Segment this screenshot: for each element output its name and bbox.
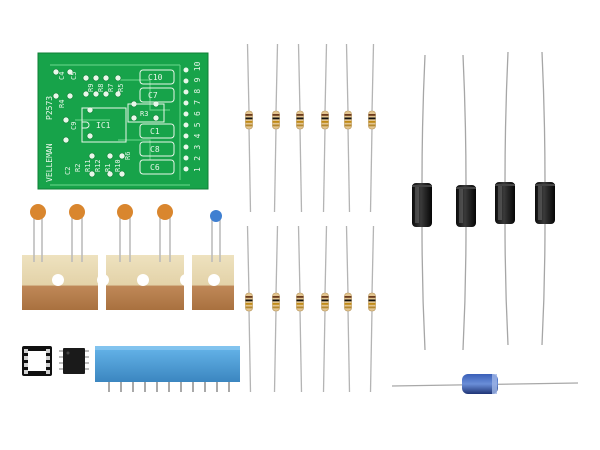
pcb-connector-number: 10 [193, 61, 202, 71]
pcb-label-r8: R8 [97, 84, 105, 92]
electrolytic-capacitor [535, 51, 555, 346]
ceramic-capacitor [157, 204, 173, 220]
electrolytic-capacitor [495, 51, 515, 346]
resistor [368, 43, 376, 213]
pcb-model: P2573 [45, 96, 54, 120]
header-pin [192, 382, 194, 392]
header-pin [132, 382, 134, 392]
pcb-label-c4: C4 [58, 72, 66, 80]
header-pin [180, 382, 182, 392]
ic-socket [22, 346, 52, 376]
pcb-label-c8: C8 [150, 145, 160, 154]
pcb-label-c6: C6 [150, 163, 160, 172]
pin-header-connector [95, 346, 240, 392]
pcb-brand: VELLEMAN [45, 143, 54, 182]
pcb-label-r9: R9 [87, 84, 95, 92]
resistor [321, 43, 329, 213]
pcb-board: IC1 C10 C7 C1 C8 C6 R3 R4 C9 C5 C4 C2 R9… [37, 52, 209, 190]
electrolytic-capacitor [456, 54, 476, 351]
ceramic-capacitor [30, 204, 46, 220]
resistor-group [245, 43, 376, 393]
pcb-connector-number: 9 [193, 77, 202, 82]
resistor [344, 43, 352, 213]
pcb-connector-number: 1 [193, 167, 202, 172]
electrolytic-capacitor [412, 54, 432, 351]
pcb-label-r2: R2 [74, 164, 82, 172]
pcb-label-r3: R3 [140, 110, 148, 118]
pcb-label-r1: R1 [104, 164, 112, 172]
axial-electrolytic-capacitor [391, 374, 579, 394]
header-pin [168, 382, 170, 392]
resistor [344, 225, 352, 393]
resistor [272, 225, 280, 393]
ceramic-capacitor-tape [22, 204, 234, 310]
pcb-label-r10: R10 [114, 159, 122, 172]
pcb-label-r12: R12 [94, 159, 102, 172]
header-pin [204, 382, 206, 392]
resistor [296, 225, 304, 393]
pcb-connector-number: 4 [193, 133, 202, 138]
pcb-connector-number: 5 [193, 122, 202, 127]
ceramic-capacitor [117, 204, 133, 220]
pcb-connector-numbers: 1 2 3 4 5 6 7 8 9 10 [193, 61, 202, 172]
pcb-connector-number: 3 [193, 145, 202, 150]
pcb-label-c2: C2 [64, 167, 72, 175]
pcb-connector-number: 2 [193, 156, 202, 161]
ic-chip [59, 348, 89, 374]
resistor [272, 43, 280, 213]
ceramic-capacitor [69, 204, 85, 220]
pcb-label-r4: R4 [58, 100, 66, 108]
resistor [321, 225, 329, 393]
resistor [245, 43, 253, 213]
pcb-connector-number: 8 [193, 89, 202, 94]
header-pin [216, 382, 218, 392]
pcb-connector-number: 6 [193, 111, 202, 116]
pcb-label-c7: C7 [148, 91, 158, 100]
header-pin [228, 382, 230, 392]
resistor [245, 225, 253, 393]
header-pin [144, 382, 146, 392]
header-pin [120, 382, 122, 392]
electrolytic-capacitor-group [412, 51, 555, 351]
ceramic-capacitor-blue [210, 210, 222, 222]
pcb-label-c1: C1 [150, 127, 160, 136]
pcb-label-r6: R6 [124, 152, 132, 160]
pcb-label-r11: R11 [84, 159, 92, 172]
pcb-label-c10: C10 [148, 73, 163, 82]
header-pin [156, 382, 158, 392]
resistor [368, 225, 376, 393]
pcb-label-c5: C5 [70, 72, 78, 80]
pcb-label-r7: R7 [107, 84, 115, 92]
resistor [296, 43, 304, 213]
pcb-connector-number: 7 [193, 100, 202, 105]
pcb-label-ic1: IC1 [96, 121, 111, 130]
header-pin [108, 382, 110, 392]
pcb-label-c9: C9 [70, 122, 78, 130]
pcb-label-r5: R5 [117, 84, 125, 92]
